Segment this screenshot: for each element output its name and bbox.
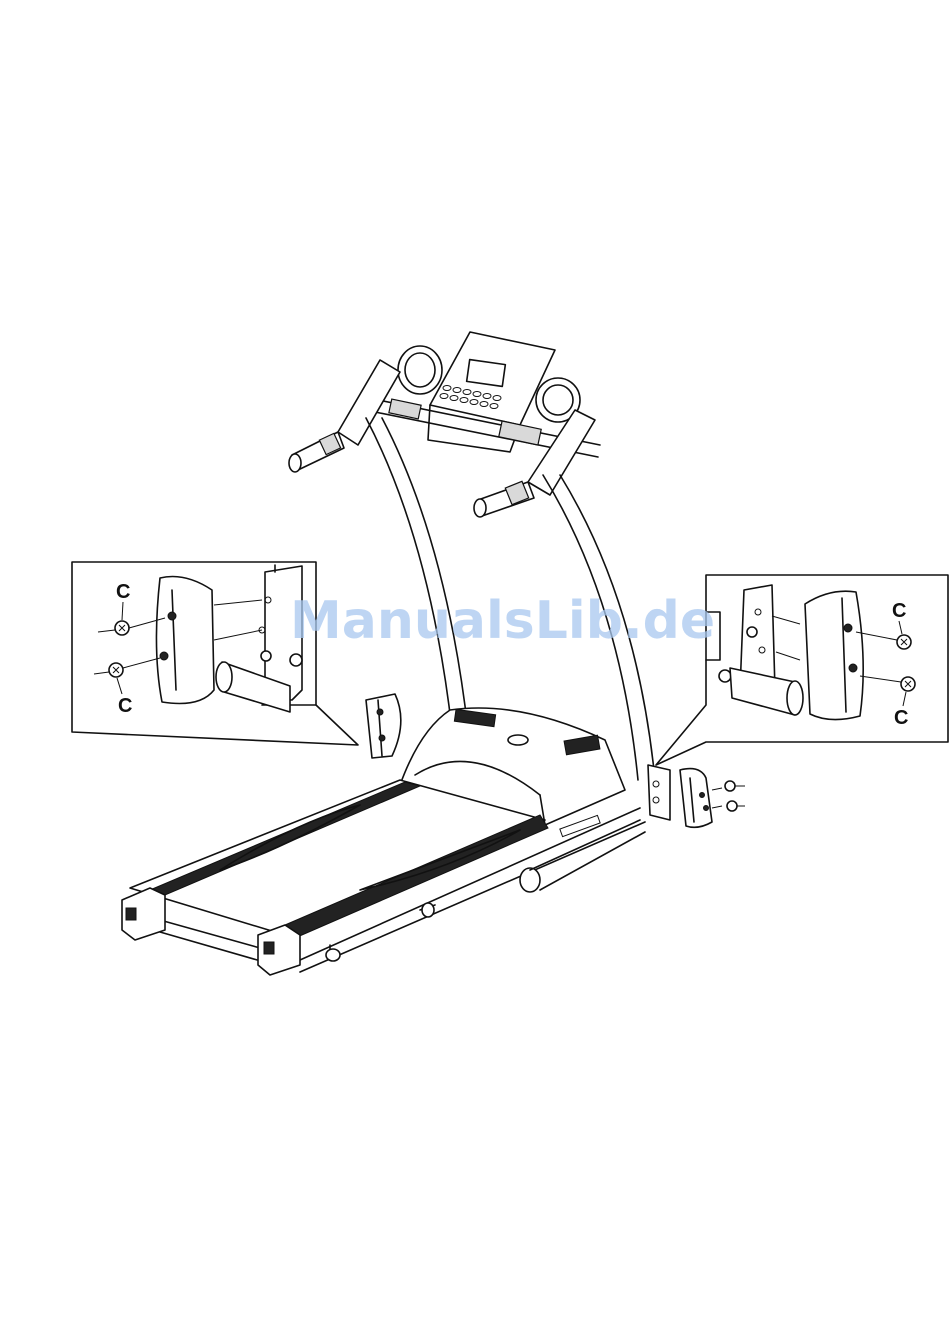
left-cup-holder	[398, 346, 442, 394]
left-upright	[366, 418, 468, 730]
screw-c	[98, 618, 165, 635]
watermark: ManualsLib.de	[290, 591, 715, 651]
part-label-c: C	[118, 695, 132, 717]
part-label-c: C	[894, 707, 908, 729]
right-handlebar	[474, 410, 595, 517]
screw-c	[860, 676, 915, 691]
left-base-cover	[366, 694, 401, 758]
screw-c	[856, 632, 911, 649]
screw-c	[94, 658, 160, 677]
part-label-c: C	[892, 600, 906, 622]
right-base-cover	[648, 765, 745, 827]
transport-wheel	[520, 868, 540, 892]
console-display	[467, 360, 506, 387]
left-detail-callout: C C	[72, 562, 358, 745]
part-label-c: C	[116, 581, 130, 603]
